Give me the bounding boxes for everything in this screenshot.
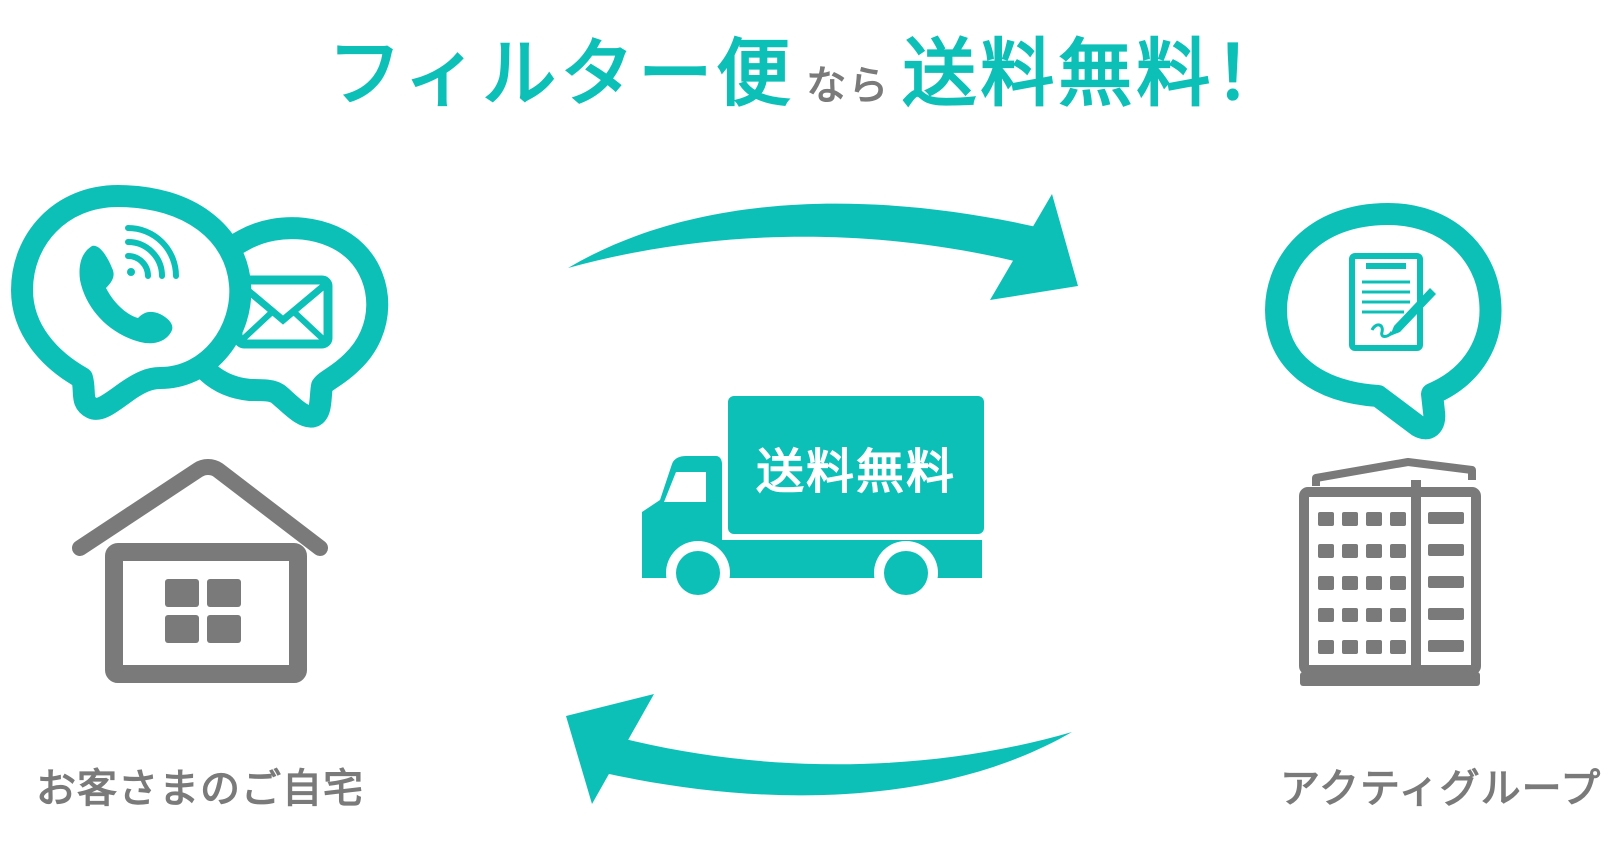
window-grid-right — [1428, 512, 1464, 652]
title-part-free-shipping: 送料無料！ — [902, 31, 1293, 117]
truck-window — [664, 472, 706, 502]
phone-icon — [79, 245, 173, 344]
window-grid-left — [1318, 512, 1406, 654]
truck-cargo-box — [728, 396, 984, 534]
home-label: お客さまのご自宅 — [36, 766, 364, 812]
title-part-filter-service: フィルター便 — [327, 31, 795, 117]
company-label: アクティグループ — [1280, 766, 1602, 812]
pen-icon — [1390, 288, 1436, 336]
truck-free-shipping-text: 送料無料 — [756, 444, 956, 500]
window-icon — [165, 579, 241, 643]
wheel-icon — [666, 541, 730, 605]
wheel-icon — [874, 541, 938, 605]
page-title: フィルター便なら送料無料！ — [0, 14, 1620, 121]
title-part-nara: なら — [806, 63, 891, 109]
